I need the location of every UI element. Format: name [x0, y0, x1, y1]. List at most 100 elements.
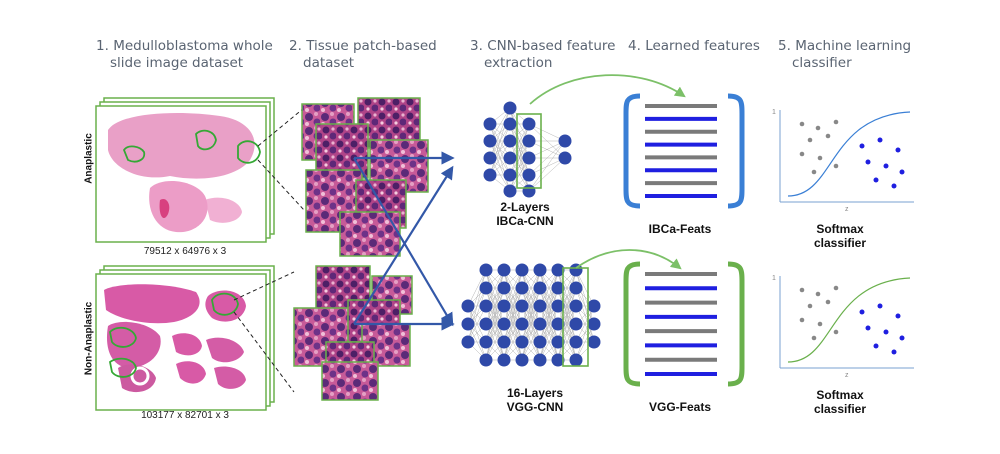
neuron [522, 134, 536, 148]
class-point-blue [891, 349, 897, 355]
vgg-feats-label: VGG-Feats [648, 400, 711, 414]
class-point-blue [865, 159, 871, 165]
neuron [533, 281, 547, 295]
neuron [533, 353, 547, 367]
neuron [515, 299, 529, 313]
neuron [497, 281, 511, 295]
y-axis-tick: 1 [772, 275, 776, 282]
neuron [558, 134, 572, 148]
class-point-grey [811, 335, 817, 341]
neuron [533, 299, 547, 313]
neuron [522, 184, 536, 198]
class-point-blue [873, 177, 879, 183]
neuron [587, 317, 601, 331]
neuron [522, 151, 536, 165]
right-bracket [727, 93, 745, 209]
class-point-grey [799, 317, 805, 323]
neuron [503, 184, 517, 198]
class-point-grey [799, 121, 805, 127]
neuron [503, 101, 517, 115]
class-point-grey [825, 133, 831, 139]
neuron [479, 335, 493, 349]
neuron [497, 263, 511, 277]
class-point-blue [877, 303, 883, 309]
neuron [558, 151, 572, 165]
wsi-anaplastic-stack [95, 97, 275, 243]
wsi-non-anaplastic-stack [95, 265, 275, 411]
class-point-grey [817, 321, 823, 327]
vgg-feats-vector [623, 261, 745, 387]
neuron [483, 151, 497, 165]
ibca-to-feats-arrow [529, 74, 686, 105]
class-point-blue [895, 313, 901, 319]
header-step-4: 4. Learned features [628, 38, 760, 54]
right-bracket [727, 261, 745, 387]
neuron [551, 317, 565, 331]
neuron [533, 317, 547, 331]
neuron [533, 263, 547, 277]
neuron [515, 335, 529, 349]
class-point-grey [799, 151, 805, 157]
neuron [515, 281, 529, 295]
header-step-3: 3. CNN-based feature extraction [470, 38, 616, 71]
class-point-blue [899, 169, 905, 175]
neuron [503, 168, 517, 182]
neuron [479, 263, 493, 277]
class-point-blue [895, 147, 901, 153]
ibca-cnn-network [483, 101, 572, 198]
neuron [461, 335, 475, 349]
class-point-grey [833, 285, 839, 291]
neuron [497, 353, 511, 367]
class-point-grey [833, 329, 839, 335]
neuron [503, 117, 517, 131]
neuron [522, 168, 536, 182]
neuron [483, 168, 497, 182]
neuron [569, 317, 583, 331]
class-point-grey [815, 291, 821, 297]
header-step-5: 5. Machine learning classifier [778, 38, 912, 71]
neuron [551, 263, 565, 277]
class-point-grey [817, 155, 823, 161]
softmax-classifier-plot-bottom: 1z [772, 275, 914, 379]
class-point-grey [833, 163, 839, 169]
highlighted-layer-box [562, 267, 589, 367]
class-point-blue [899, 335, 905, 341]
class-point-grey [799, 287, 805, 293]
ibca-feats-vector [623, 93, 745, 209]
ibca-feats-label: IBCa-Feats [648, 222, 712, 236]
neuron [497, 299, 511, 313]
class-point-blue [883, 163, 889, 169]
neuron [569, 281, 583, 295]
highlighted-layer-box [516, 113, 542, 189]
class-point-grey [807, 303, 813, 309]
neuron [503, 134, 517, 148]
neuron [503, 151, 517, 165]
dimension-non-anaplastic: 103177 x 82701 x 3 [141, 410, 229, 421]
sigmoid-curve [787, 277, 911, 363]
class-point-blue [883, 329, 889, 335]
class-point-blue [865, 325, 871, 331]
neuron [551, 281, 565, 295]
x-axis-tick: z [845, 206, 849, 213]
neuron [515, 353, 529, 367]
neuron [569, 335, 583, 349]
neuron [515, 317, 529, 331]
class-point-grey [807, 137, 813, 143]
neuron [569, 299, 583, 313]
neuron [522, 117, 536, 131]
sigmoid-curve [787, 111, 911, 197]
neuron [569, 353, 583, 367]
neuron [551, 353, 565, 367]
neuron [587, 299, 601, 313]
left-bracket [623, 261, 641, 387]
neuron [483, 117, 497, 131]
header-step-1: 1. Medulloblastoma whole slide image dat… [96, 38, 273, 71]
zoom-connectors [233, 107, 305, 393]
class-point-grey [811, 169, 817, 175]
neuron [483, 134, 497, 148]
neuron [515, 263, 529, 277]
